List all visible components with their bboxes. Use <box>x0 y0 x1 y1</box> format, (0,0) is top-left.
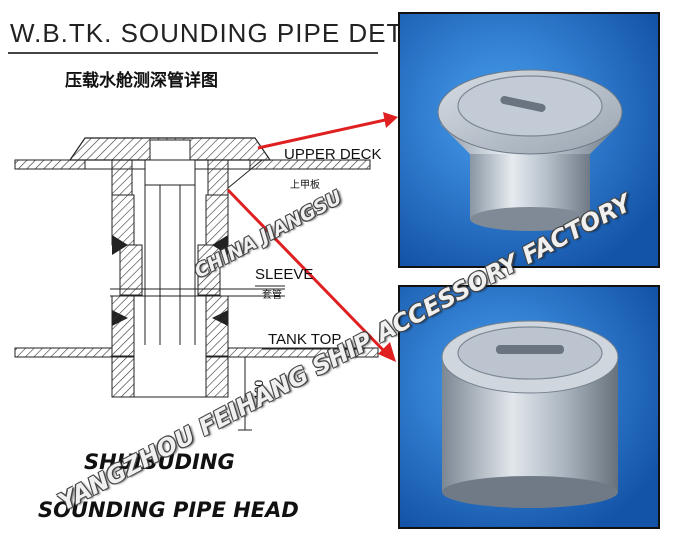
caption-line-2: SOUNDING PIPE HEAD <box>38 498 299 522</box>
caption-line-1: SHUIBUDING <box>84 450 235 474</box>
sleeve <box>110 244 285 326</box>
upper-deck-label: UPPER DECK <box>284 146 382 163</box>
upper-deck-label-chinese: 上甲板 <box>290 180 320 191</box>
tank-top-label: TANK TOP <box>268 331 342 348</box>
title-underline <box>8 52 378 54</box>
sounding-pipe-head-image-2 <box>400 287 658 527</box>
red-arrows <box>226 112 398 362</box>
drawing-title: W.B.TK. SOUNDING PIPE DETAIL <box>10 18 444 48</box>
sleeve-label: SLEEVE <box>255 266 314 283</box>
drawing-title-chinese: 压载水舱测深管详图 <box>65 71 218 91</box>
dimension-line <box>238 356 252 431</box>
pipe-head <box>68 137 272 196</box>
upper-pipe <box>111 185 229 345</box>
product-photo-bottom <box>398 285 660 529</box>
lower-pipe <box>14 295 379 398</box>
product-photo-top <box>398 12 660 268</box>
sounding-pipe-head-image <box>400 14 658 266</box>
sleeve-label-chinese: 套管 <box>262 290 282 301</box>
